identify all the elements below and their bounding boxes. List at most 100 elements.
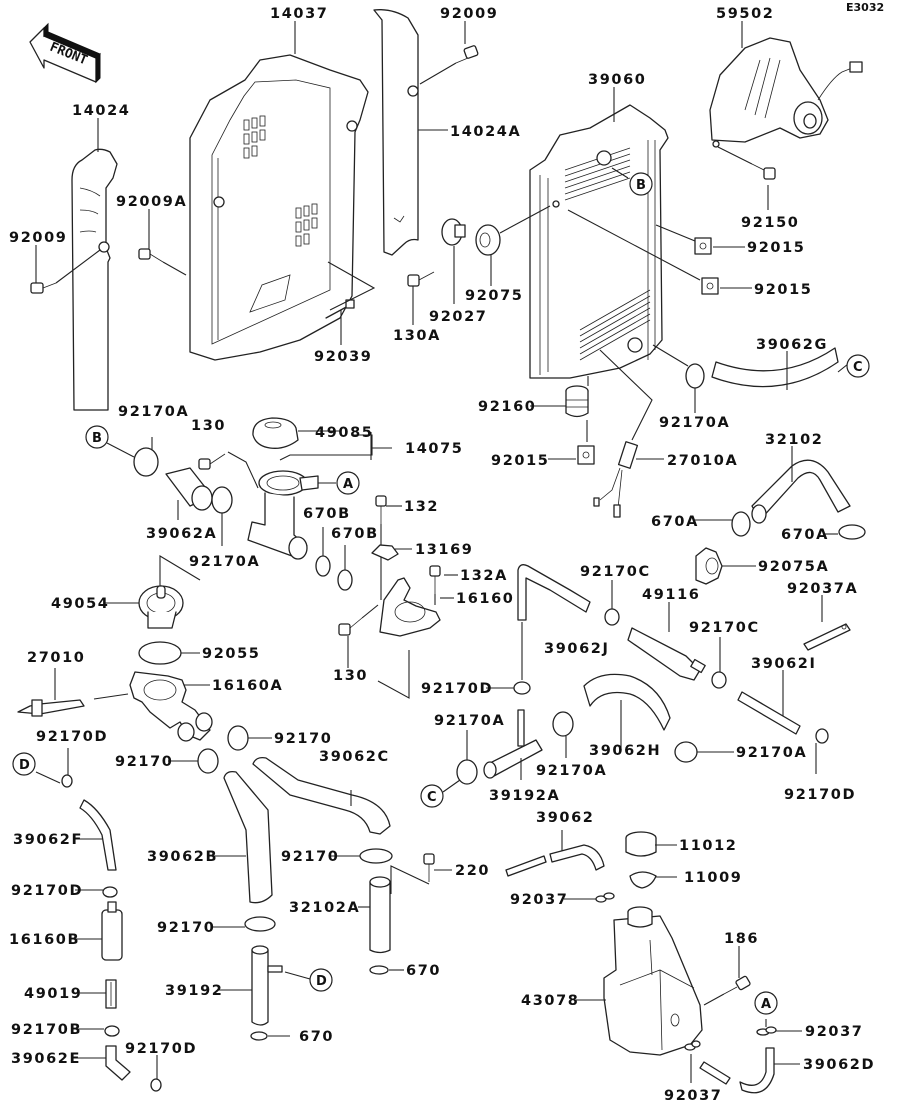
part-39062H-hose[interactable] (583, 673, 671, 748)
part-92055-oring[interactable] (138, 641, 182, 665)
part-32102-pipe[interactable] (751, 459, 851, 524)
part-92170-clamp-b[interactable] (197, 748, 219, 774)
part-130-bolt-b[interactable] (338, 604, 410, 699)
part-14024-shroud[interactable] (71, 148, 118, 411)
label-670B-b[interactable]: 670B (331, 526, 379, 542)
part-92170D-clamp-l[interactable] (35, 748, 73, 788)
part-92170A-clamp-m2[interactable] (552, 711, 574, 758)
part-92015-clip-b[interactable] (567, 209, 719, 295)
part-92160-damper[interactable] (565, 376, 589, 418)
label-92055[interactable]: 92055 (202, 646, 260, 662)
label-92170C-b[interactable]: 92170C (689, 620, 760, 636)
label-39062I[interactable]: 39062I (751, 656, 816, 672)
part-92170D-clamp-l3[interactable] (150, 1055, 162, 1092)
label-92160[interactable]: 92160 (478, 399, 536, 415)
label-92170A-r1[interactable]: 92170A (659, 415, 730, 431)
label-670A-a[interactable]: 670A (651, 514, 699, 530)
label-92015-c[interactable]: 92015 (491, 453, 549, 469)
part-27010-sensor[interactable] (17, 693, 129, 717)
label-92027[interactable]: 92027 (429, 309, 487, 325)
label-186[interactable]: 186 (724, 931, 759, 947)
label-92150[interactable]: 92150 (741, 215, 799, 231)
part-670-oring-a[interactable] (369, 965, 389, 975)
part-92037-clip-b[interactable] (756, 1026, 777, 1036)
label-92170A-l2[interactable]: 92170A (189, 554, 260, 570)
part-49054-thermostat[interactable] (138, 555, 201, 629)
label-32102A[interactable]: 32102A (289, 900, 360, 916)
part-92009-bolt-left[interactable] (30, 249, 101, 294)
label-92170D-l2[interactable]: 92170D (11, 883, 83, 899)
part-43078-tank[interactable] (603, 906, 703, 1056)
label-16160[interactable]: 16160 (456, 591, 514, 607)
part-92170C-clamp-b[interactable] (711, 637, 727, 689)
part-39062F-hose[interactable] (79, 799, 117, 871)
label-14075[interactable]: 14075 (405, 441, 463, 457)
part-92150-bolt[interactable] (717, 146, 776, 180)
part-92170D-clamp-r[interactable] (815, 728, 829, 774)
label-92170-c[interactable]: 92170 (281, 849, 339, 865)
part-92037-clip-c[interactable] (684, 1040, 701, 1083)
label-130A[interactable]: 130A (393, 328, 441, 344)
part-132A-bolt[interactable] (429, 565, 441, 605)
label-92039[interactable]: 92039 (314, 349, 372, 365)
label-92009-left[interactable]: 92009 (9, 230, 67, 246)
label-92170D-m[interactable]: 92170D (421, 681, 493, 697)
part-92170A-clamp-m[interactable] (456, 730, 478, 785)
label-39062D[interactable]: 39062D (803, 1057, 875, 1073)
part-92015-clip-a[interactable] (655, 224, 712, 255)
part-49019-screen[interactable] (105, 979, 117, 1009)
part-92039-pin[interactable] (325, 261, 376, 319)
part-39062C-hose[interactable] (252, 756, 391, 835)
label-11009[interactable]: 11009 (684, 870, 742, 886)
part-39192-pipe[interactable] (251, 945, 311, 1026)
label-92170A-l1[interactable]: 92170A (118, 404, 189, 420)
part-92170A-clamp-l1[interactable] (133, 437, 159, 477)
label-220[interactable]: 220 (455, 863, 490, 879)
part-16160-housing[interactable] (379, 577, 441, 637)
part-92170-clamp-a[interactable] (227, 725, 249, 751)
label-92170D-l3[interactable]: 92170D (125, 1041, 197, 1057)
part-670A-oring-b[interactable] (838, 524, 866, 540)
label-130-b[interactable]: 130 (333, 668, 368, 684)
part-92170-clamp-d[interactable] (244, 916, 276, 932)
label-92170-b[interactable]: 92170 (115, 754, 173, 770)
label-13169[interactable]: 13169 (415, 542, 473, 558)
label-39062[interactable]: 39062 (536, 810, 594, 826)
part-92170-clamp-c[interactable] (359, 848, 393, 864)
label-11012[interactable]: 11012 (679, 838, 737, 854)
label-39062A[interactable]: 39062A (146, 526, 217, 542)
part-39062J-hose[interactable] (517, 564, 591, 680)
label-59502[interactable]: 59502 (716, 6, 774, 22)
label-32102[interactable]: 32102 (765, 432, 823, 448)
part-14024A-shroud[interactable] (373, 9, 419, 256)
label-92170D-l[interactable]: 92170D (36, 729, 108, 745)
label-92170C-a[interactable]: 92170C (580, 564, 651, 580)
label-670A-b[interactable]: 670A (781, 527, 829, 543)
label-39192[interactable]: 39192 (165, 983, 223, 999)
label-132A[interactable]: 132A (460, 568, 508, 584)
part-39062A-hose[interactable] (165, 467, 213, 520)
part-132-bolt[interactable] (375, 495, 387, 600)
part-670-oring-b[interactable] (250, 1031, 268, 1041)
part-92037A-strap[interactable] (803, 623, 851, 651)
label-14024[interactable]: 14024 (72, 103, 130, 119)
part-39192A-pipe[interactable] (483, 709, 543, 780)
part-92037-clip-a[interactable] (595, 892, 615, 903)
label-49019[interactable]: 49019 (24, 986, 82, 1002)
part-130A-bolt[interactable] (407, 271, 435, 287)
part-16160A-housing[interactable] (129, 671, 213, 742)
label-132[interactable]: 132 (404, 499, 439, 515)
part-32102A-pipe[interactable] (369, 876, 391, 954)
label-16160A[interactable]: 16160A (212, 678, 283, 694)
label-92075[interactable]: 92075 (465, 288, 523, 304)
label-92015-a[interactable]: 92015 (747, 240, 805, 256)
part-92009-bolt-top[interactable] (419, 45, 479, 85)
part-39062G-hose[interactable] (711, 347, 839, 388)
part-39062-hose[interactable] (505, 830, 605, 877)
label-14024A[interactable]: 14024A (450, 124, 521, 140)
part-49116-filter[interactable] (627, 602, 706, 681)
label-92170A-m[interactable]: 92170A (434, 713, 505, 729)
label-92015-b[interactable]: 92015 (754, 282, 812, 298)
part-11009-cap[interactable] (629, 871, 657, 889)
label-92075A[interactable]: 92075A (758, 559, 829, 575)
